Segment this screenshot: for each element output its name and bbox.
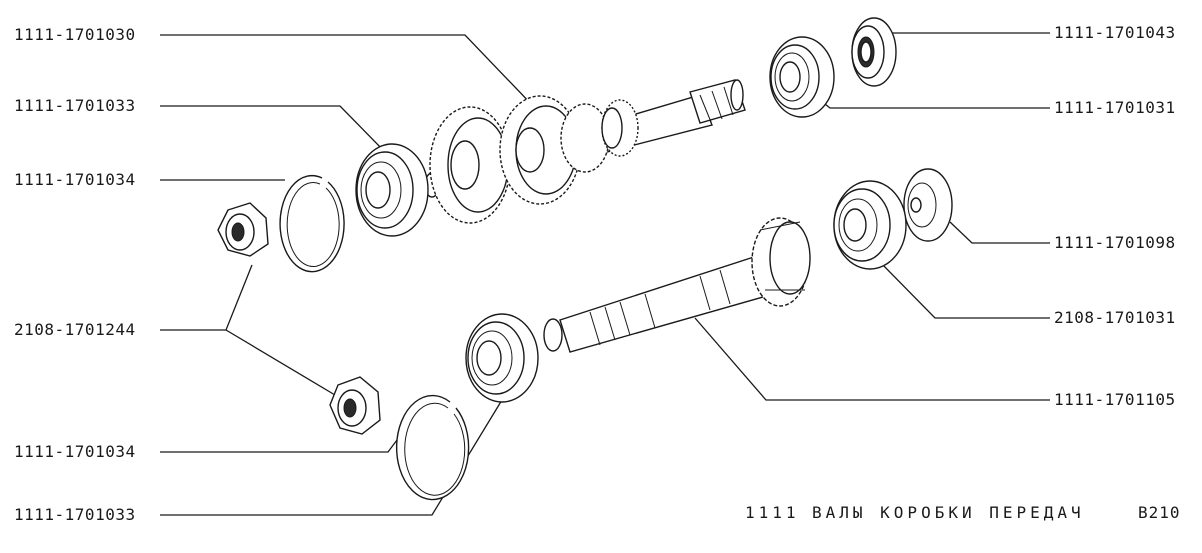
label-main-shaft-gear-block: 1111-1701030: [14, 25, 136, 44]
label-bearing-top-right: 1111-1701031: [1054, 98, 1176, 117]
part-labels: 1111-1701030 1111-1701033 1111-1701034 2…: [14, 23, 1176, 524]
label-snap-ring-top: 1111-1701034: [14, 170, 136, 189]
bearing-top-right: [769, 36, 835, 118]
leader-lines: [160, 32, 1050, 516]
nut-top: [217, 202, 269, 257]
label-seal-top-right: 1111-1701043: [1054, 23, 1176, 42]
footer-sheet: B210: [1138, 503, 1181, 522]
label-bearing-top-left: 1111-1701033: [14, 96, 136, 115]
bearing-mid-right: [833, 180, 907, 270]
footer-title: ВАЛЫ КОРОБКИ ПЕРЕДАЧ: [812, 503, 1085, 522]
snap-ring-bottom: [395, 394, 470, 501]
main-shaft-gear-block: [424, 79, 746, 224]
label-secondary-shaft: 1111-1701105: [1054, 390, 1176, 409]
snap-ring-top: [279, 174, 345, 273]
secondary-shaft: [543, 217, 811, 353]
label-nut-pair: 2108-1701244: [14, 320, 136, 339]
label-cap-right: 1111-1701098: [1054, 233, 1176, 252]
cap-right: [903, 168, 953, 242]
label-snap-ring-bottom: 1111-1701034: [14, 442, 136, 461]
footer-model: 1111: [745, 503, 800, 522]
bearing-bottom-left: [465, 313, 539, 403]
nut-bottom: [329, 376, 381, 435]
label-bearing-bottom-left: 1111-1701033: [14, 505, 136, 524]
footer: 1111 ВАЛЫ КОРОБКИ ПЕРЕДАЧ B210: [745, 503, 1181, 522]
label-bearing-mid-right: 2108-1701031: [1054, 308, 1176, 327]
bearing-top-left: [355, 143, 429, 237]
seal-top-right: [851, 17, 897, 87]
